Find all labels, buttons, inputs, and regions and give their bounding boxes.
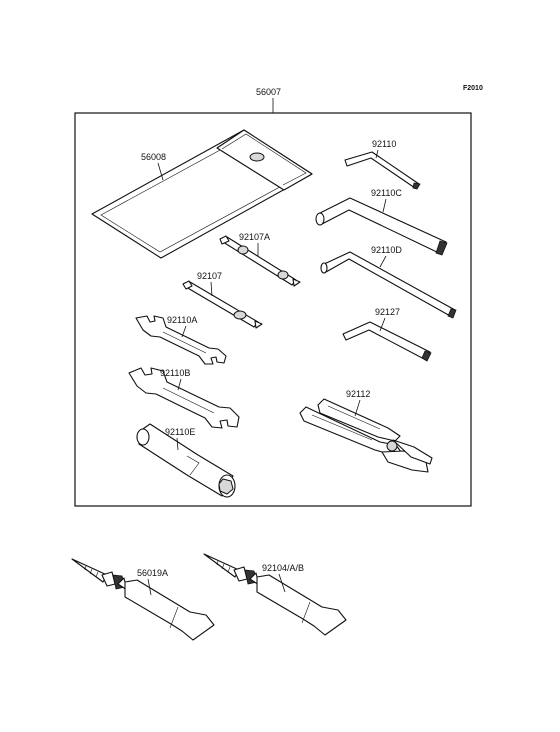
label-tool-bag: 56008 bbox=[141, 152, 166, 162]
grease-tube-2 bbox=[203, 553, 347, 636]
tool-kit-frame bbox=[74, 112, 472, 507]
figure-code: F2010 bbox=[463, 85, 483, 92]
label-hex-wrench-long: 92110D bbox=[371, 245, 402, 255]
grease-tube-1 bbox=[71, 558, 215, 641]
kit-part-number: 56007 bbox=[256, 87, 281, 97]
hex-wrench-small bbox=[344, 151, 421, 190]
hex-wrench-mini bbox=[342, 321, 432, 362]
leader-tool-bag bbox=[157, 162, 164, 181]
leader-hex-wrench-mini bbox=[379, 317, 386, 332]
leader-grease-tube-1 bbox=[147, 578, 152, 596]
open-wrench-a bbox=[135, 315, 227, 365]
leader-hex-wrench-small bbox=[375, 149, 379, 159]
label-hex-wrench-large: 92110C bbox=[371, 188, 402, 198]
hex-wrench-large bbox=[315, 197, 448, 256]
spark-plug-wrench bbox=[136, 423, 236, 498]
open-wrench-b bbox=[128, 367, 240, 429]
screwdriver-handle bbox=[182, 280, 263, 329]
leader-hex-wrench-long bbox=[379, 255, 387, 268]
label-spark-plug-wrench: 92110E bbox=[165, 427, 195, 437]
label-hex-wrench-mini: 92127 bbox=[375, 307, 400, 317]
label-open-wrench-b: 92110B bbox=[160, 368, 190, 378]
label-pliers: 92112 bbox=[346, 389, 370, 399]
label-screwdriver-handle: 92107 bbox=[197, 271, 222, 281]
leader-hex-wrench-large bbox=[382, 198, 387, 213]
leader-spark-plug-wrench bbox=[176, 437, 179, 451]
leader-open-wrench-a bbox=[181, 325, 187, 338]
label-open-wrench-a: 92110A bbox=[167, 315, 197, 325]
leader-screwdriver-handle bbox=[210, 281, 213, 297]
label-screwdriver-bit: 92107A bbox=[239, 232, 270, 242]
label-grease-tube-2: 92104/A/B bbox=[262, 563, 304, 573]
pliers bbox=[299, 398, 433, 473]
screwdriver-bit bbox=[219, 235, 301, 287]
tool-bag bbox=[91, 129, 313, 259]
label-hex-wrench-small: 92110 bbox=[372, 139, 396, 149]
label-grease-tube-1: 56019A bbox=[137, 568, 168, 578]
leader-pliers bbox=[354, 399, 361, 417]
leader-open-wrench-b bbox=[177, 378, 182, 391]
leader-grease-tube-2 bbox=[278, 573, 286, 593]
hex-wrench-long bbox=[320, 251, 457, 319]
